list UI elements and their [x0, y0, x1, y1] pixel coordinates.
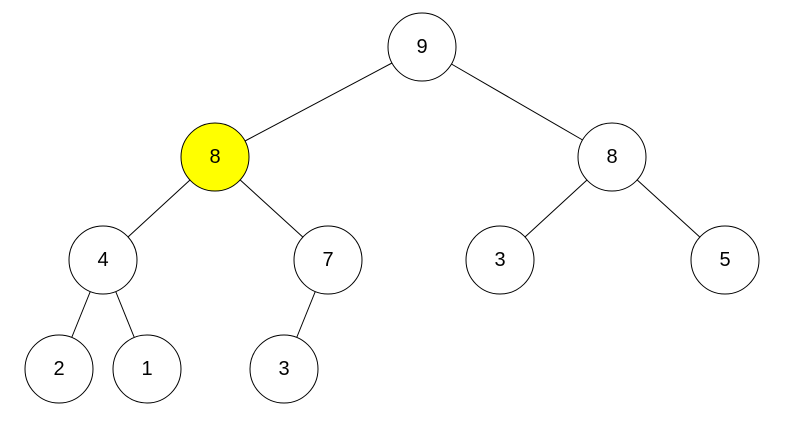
tree-node: 3	[249, 334, 319, 404]
tree-edge	[451, 63, 583, 141]
node-circle	[465, 225, 535, 295]
tree-node: 7	[293, 225, 363, 295]
node-circle	[293, 225, 363, 295]
node-value-label: 5	[719, 249, 730, 271]
tree-node: 3	[465, 225, 535, 295]
node-circle	[387, 12, 457, 82]
node-circle	[180, 122, 250, 192]
tree-node: 8	[577, 122, 647, 192]
node-value-label: 7	[322, 249, 333, 271]
tree-edge	[71, 291, 91, 338]
tree-edge	[239, 179, 304, 238]
node-circle	[112, 334, 182, 404]
tree-node: 5	[690, 225, 760, 295]
node-circle	[690, 225, 760, 295]
tree-edge	[636, 179, 701, 238]
node-value-label: 2	[53, 358, 64, 380]
edges-layer	[71, 62, 701, 338]
tree-edge	[127, 179, 191, 238]
node-circle	[68, 225, 138, 295]
node-value-label: 1	[141, 358, 152, 380]
node-circle	[24, 334, 94, 404]
tree-edge	[524, 179, 588, 238]
node-value-label: 8	[606, 146, 617, 168]
tree-node: 9	[387, 12, 457, 82]
tree-edge	[244, 62, 393, 142]
node-value-label: 4	[97, 249, 108, 271]
tree-node: 1	[112, 334, 182, 404]
tree-node: 4	[68, 225, 138, 295]
node-value-label: 9	[416, 36, 427, 58]
tree-edge	[296, 291, 316, 338]
node-value-label: 3	[494, 249, 505, 271]
tree-edge	[115, 291, 135, 338]
node-circle	[249, 334, 319, 404]
node-value-label: 3	[278, 358, 289, 380]
tree-node-highlighted: 8	[180, 122, 250, 192]
nodes-layer: 9 8 8 4 7 3 5 2 1 3	[24, 12, 760, 404]
tree-node: 2	[24, 334, 94, 404]
node-circle	[577, 122, 647, 192]
node-value-label: 8	[209, 146, 220, 168]
